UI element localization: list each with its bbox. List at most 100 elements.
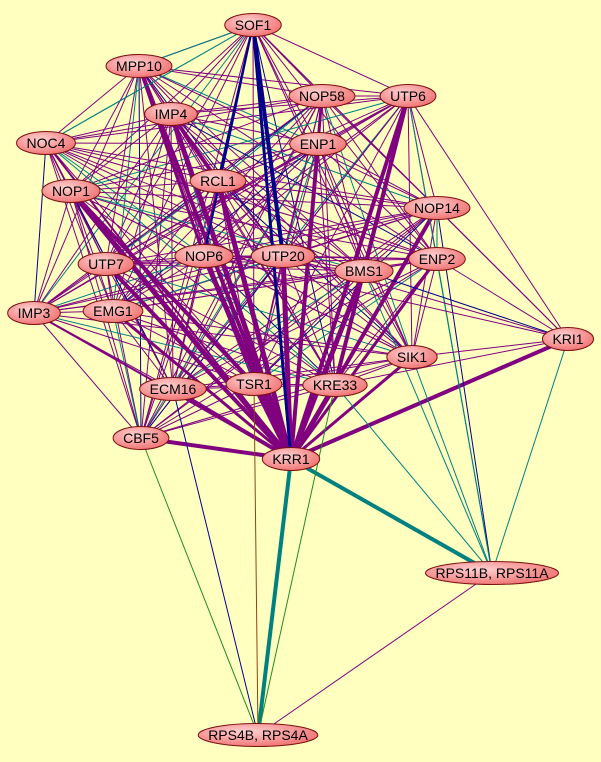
edge-sof1-utp20: [251, 24, 285, 257]
node-label: KRE33: [313, 377, 358, 393]
node-ellipse: [408, 247, 466, 271]
edge-imp4-nop14: [170, 113, 438, 209]
node-krr1[interactable]: KRR1: [261, 447, 321, 471]
node-ellipse: [174, 244, 234, 268]
node-label: KRR1: [272, 451, 310, 467]
node-ecm16[interactable]: ECM16: [139, 377, 207, 401]
node-utp6[interactable]: UTP6: [379, 84, 437, 108]
node-rps4b-rps4a[interactable]: RPS4B, RPS4A: [197, 723, 319, 747]
node-mpp10[interactable]: MPP10: [105, 54, 173, 78]
edge-nop1-enp2: [70, 190, 438, 260]
edge-imp3-cbf5: [33, 312, 142, 439]
edges-layer: [33, 24, 569, 736]
edge-emg1-ecm16: [112, 310, 174, 390]
node-sik1[interactable]: SIK1: [386, 345, 438, 369]
edge-utp6-imp3: [33, 95, 409, 314]
edge-sof1-imp3: [33, 24, 254, 314]
node-label: IMP4: [155, 106, 188, 122]
edge-enp1-sik1: [317, 143, 413, 358]
edge-sof1-noc4: [45, 24, 254, 144]
edge-sof1-utp6: [252, 24, 409, 97]
node-noc4[interactable]: NOC4: [16, 131, 76, 155]
node-ellipse: [41, 179, 101, 203]
edge-utp6-noc4: [45, 95, 409, 144]
edge-noc4-emg1: [45, 142, 114, 312]
edge-utp6-kre33: [333, 95, 410, 386]
edge-krr1-nop58: [289, 95, 324, 460]
node-ellipse: [82, 299, 144, 323]
edge-nop1-kre33: [70, 190, 336, 386]
node-label: TSR1: [236, 376, 272, 392]
node-label: BMS1: [345, 263, 383, 279]
edge-krr1-utp20: [280, 255, 294, 460]
node-nop58[interactable]: NOP58: [288, 84, 356, 108]
node-label: ENP2: [419, 251, 456, 267]
node-label: KRI1: [552, 331, 583, 347]
node-ellipse: [288, 84, 356, 108]
node-label: UTP20: [261, 248, 305, 264]
node-imp3[interactable]: IMP3: [7, 301, 61, 325]
edge-mpp10-nop6: [137, 65, 206, 257]
edge-nop14-nop6: [203, 207, 438, 257]
node-kri1[interactable]: KRI1: [541, 327, 595, 351]
node-ellipse: [77, 252, 135, 276]
node-imp4[interactable]: IMP4: [144, 102, 198, 126]
edge-rps11b-rps11a-utp6: [407, 95, 493, 574]
edge-utp20-cbf5: [140, 255, 284, 439]
node-nop6[interactable]: NOP6: [174, 244, 234, 268]
node-ellipse: [224, 13, 282, 37]
node-ellipse: [334, 259, 394, 283]
edge-krr1-enp2: [289, 258, 439, 460]
edge-krr1-bms1: [288, 270, 367, 460]
node-label: NOP58: [299, 88, 345, 104]
node-cbf5[interactable]: CBF5: [112, 426, 170, 450]
node-emg1[interactable]: EMG1: [82, 299, 144, 323]
edge-kri1-utp20: [282, 255, 569, 340]
node-bms1[interactable]: BMS1: [334, 259, 394, 283]
edge-krr1-tsr1: [251, 382, 294, 461]
node-enp2[interactable]: ENP2: [408, 247, 466, 271]
edge-rps11b-rps11a-sik1: [411, 356, 493, 574]
node-ellipse: [197, 723, 319, 747]
node-rps11b-rps11a[interactable]: RPS11B, RPS11A: [424, 561, 560, 585]
node-ellipse: [225, 372, 283, 396]
edge-rcl1-nop14: [217, 180, 438, 209]
node-kre33[interactable]: KRE33: [302, 373, 368, 397]
node-enp1[interactable]: ENP1: [289, 132, 347, 156]
edge-utp7-bms1: [105, 263, 365, 272]
edge-nop58-bms1: [321, 95, 365, 272]
node-rcl1[interactable]: RCL1: [189, 169, 247, 193]
edge-nop14-sik1: [411, 207, 438, 358]
node-nop14[interactable]: NOP14: [403, 196, 471, 220]
edge-kri1-bms1: [363, 270, 569, 340]
edge-emg1-cbf5: [112, 310, 142, 439]
node-nop1[interactable]: NOP1: [41, 179, 101, 203]
edge-enp1-nop14: [317, 143, 438, 209]
node-label: NOP6: [185, 248, 223, 264]
edge-emg1-sik1: [112, 310, 413, 358]
node-label: UTP6: [390, 88, 426, 104]
edge-utp20-ecm16: [172, 255, 284, 390]
edge-utp20-sik1: [282, 255, 413, 358]
edge-kri1-sik1: [411, 338, 569, 358]
node-sof1[interactable]: SOF1: [224, 13, 282, 37]
node-utp7[interactable]: UTP7: [77, 252, 135, 276]
edge-utp6-emg1: [112, 95, 409, 312]
edge-kri1-kre33: [334, 338, 569, 386]
edge-nop14-imp3: [33, 207, 438, 314]
node-ellipse: [289, 132, 347, 156]
node-tsr1[interactable]: TSR1: [225, 372, 283, 396]
node-ellipse: [302, 373, 368, 397]
edge-imp4-kre33: [170, 113, 336, 386]
edge-rps11b-rps11a-kri1: [491, 338, 569, 574]
edge-noc4-imp3: [33, 142, 47, 314]
edge-nop6-cbf5: [140, 255, 205, 439]
edge-krr1-rps11b-rps11a: [290, 457, 493, 575]
node-ellipse: [403, 196, 471, 220]
node-ellipse: [424, 561, 560, 585]
node-utp20[interactable]: UTP20: [250, 244, 316, 268]
edge-noc4-rcl1: [45, 142, 219, 182]
node-ellipse: [112, 426, 170, 450]
node-label: NOP14: [414, 200, 460, 216]
